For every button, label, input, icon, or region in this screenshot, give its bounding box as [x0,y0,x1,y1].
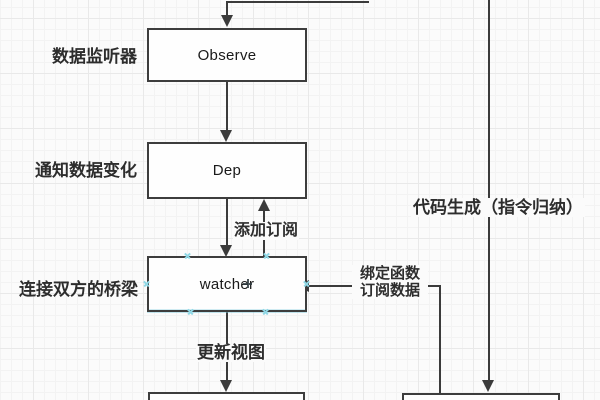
node-observe-label: Observe [197,46,257,64]
connection-point-icon [143,280,150,287]
center-connection-cross-icon [243,279,252,288]
caption-notify-change: 通知数据变化 [35,161,137,180]
connection-point-icon [263,252,270,259]
edge-top-vertical-line [226,1,228,15]
node-bottom-left[interactable] [148,392,305,400]
node-watcher-label: watcher [199,275,255,293]
arrowhead-down-icon [482,380,494,392]
edge-dep-watcher-line [226,199,228,246]
node-bottom-right[interactable] [402,393,560,400]
arrowhead-up-icon [258,199,270,211]
caption-bridge: 连接双方的桥梁 [19,280,138,299]
connection-point-icon [187,308,194,315]
node-dep[interactable]: Dep [147,142,307,199]
caption-data-listener: 数据监听器 [52,47,137,66]
connection-point-icon [262,308,269,315]
connection-point-icon [303,280,310,287]
arrowhead-down-icon [220,245,232,257]
node-watcher[interactable]: watcher [147,256,307,312]
edge-label-bind-function: 绑定函数 [359,265,420,282]
edge-label-subscribe-data: 订阅数据 [359,282,420,299]
edge-label-add-subscription: 添加订阅 [233,222,300,240]
edge-observe-dep-line [226,82,228,131]
node-dep-label: Dep [212,162,242,179]
connection-point-icon [184,252,191,259]
edge-compile-vertical-line [488,0,490,380]
edge-top-horizontal-line [227,1,369,3]
arrowhead-down-icon [221,15,233,27]
node-observe[interactable]: Observe [147,28,307,82]
caption-code-generation: 代码生成（指令归纳） [411,198,585,217]
edge-bind-vertical-line [439,286,441,393]
arrowhead-down-icon [220,130,232,142]
edge-label-update-view: 更新视图 [196,343,266,362]
arrowhead-down-icon [220,380,232,392]
